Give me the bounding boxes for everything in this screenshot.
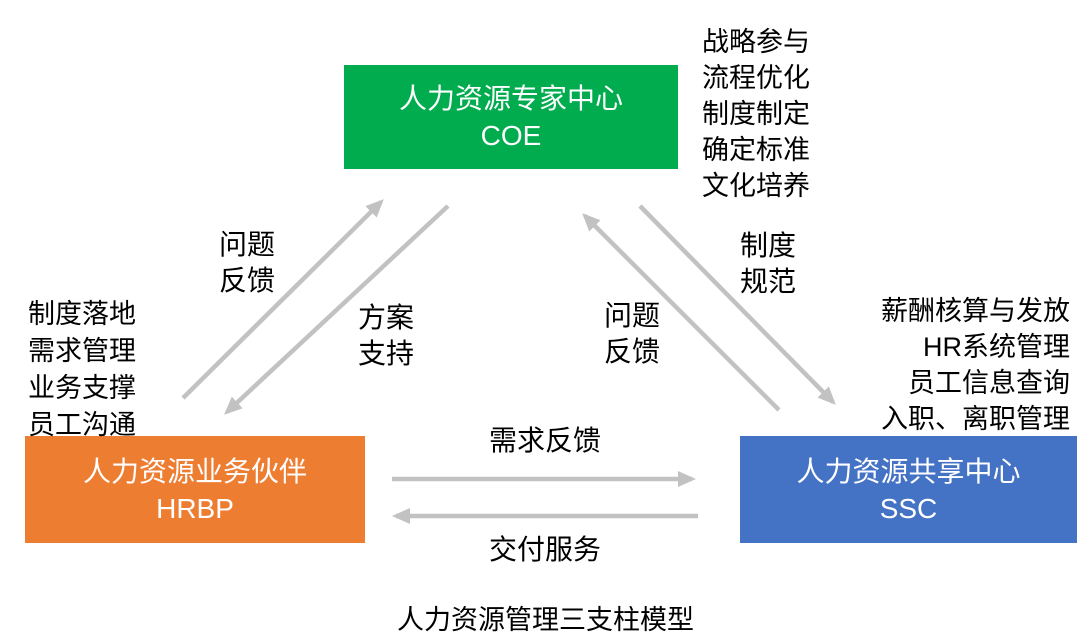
node-coe-abbr: COE: [480, 120, 542, 151]
coe-function-item: 制度制定: [702, 99, 810, 129]
node-coe: 人力资源专家中心 COE: [344, 65, 678, 169]
edge-label-line: 问题: [603, 300, 660, 331]
coe-function-item: 流程优化: [702, 63, 810, 93]
node-hrbp: 人力资源业务伙伴 HRBP: [25, 436, 365, 543]
edge-label-line: 问题: [218, 229, 275, 260]
hrbp-function-item: 制度落地: [28, 299, 136, 329]
arrow-coe-to-hrbp: [224, 204, 450, 415]
coe-function-list: 战略参与 流程优化 制度制定 确定标准 文化培养: [702, 24, 810, 204]
ssc-function-item: 入职、离职管理: [881, 404, 1070, 434]
edge-label-line: 反馈: [218, 265, 275, 296]
edge-label-line: 支持: [357, 338, 414, 369]
ssc-function-list: 薪酬核算与发放 HR系统管理 员工信息查询 入职、离职管理: [881, 293, 1070, 437]
edge-label-line: 规范: [739, 266, 796, 297]
coe-function-item: 确定标准: [702, 135, 810, 165]
edge-label-coe-to-hrbp: 方案 支持: [326, 300, 446, 372]
coe-function-item: 战略参与: [702, 27, 810, 57]
ssc-function-item: 员工信息查询: [908, 368, 1070, 398]
node-ssc-name: 人力资源共享中心: [796, 455, 1021, 487]
coe-function-item: 文化培养: [702, 171, 810, 201]
node-coe-name: 人力资源专家中心: [398, 83, 623, 114]
diagram-caption: 人力资源管理三支柱模型: [397, 605, 694, 635]
hrbp-function-item: 员工沟通: [28, 410, 136, 440]
edge-label-line: 制度: [739, 230, 796, 261]
edge-label-ssc-to-hrbp: 交付服务: [488, 534, 601, 565]
ssc-function-item: HR系统管理: [923, 332, 1070, 362]
ssc-function-item: 薪酬核算与发放: [881, 296, 1070, 326]
hrbp-function-item: 需求管理: [28, 336, 136, 366]
arrow-coe-to-ssc: [638, 204, 836, 405]
edge-label-hrbp-to-ssc: 需求反馈: [488, 425, 601, 456]
edge-label-line: 反馈: [603, 336, 660, 367]
node-hrbp-abbr: HRBP: [156, 492, 234, 524]
arrow-hrbp-to-coe: [181, 199, 384, 400]
arrow-ssc-to-coe: [582, 213, 781, 412]
hrbp-function-list: 制度落地 需求管理 业务支撑 员工沟通: [28, 296, 136, 444]
edge-label-ssc-to-coe: 问题 反馈: [572, 298, 692, 370]
edge-label-line: 方案: [357, 302, 414, 333]
node-ssc-abbr: SSC: [879, 492, 938, 524]
hrbp-function-item: 业务支撑: [28, 373, 136, 403]
edge-label-coe-to-ssc: 制度 规范: [708, 228, 828, 300]
node-hrbp-name: 人力资源业务伙伴: [82, 455, 307, 487]
node-ssc: 人力资源共享中心 SSC: [740, 436, 1077, 543]
edge-label-hrbp-to-coe: 问题 反馈: [187, 227, 307, 299]
